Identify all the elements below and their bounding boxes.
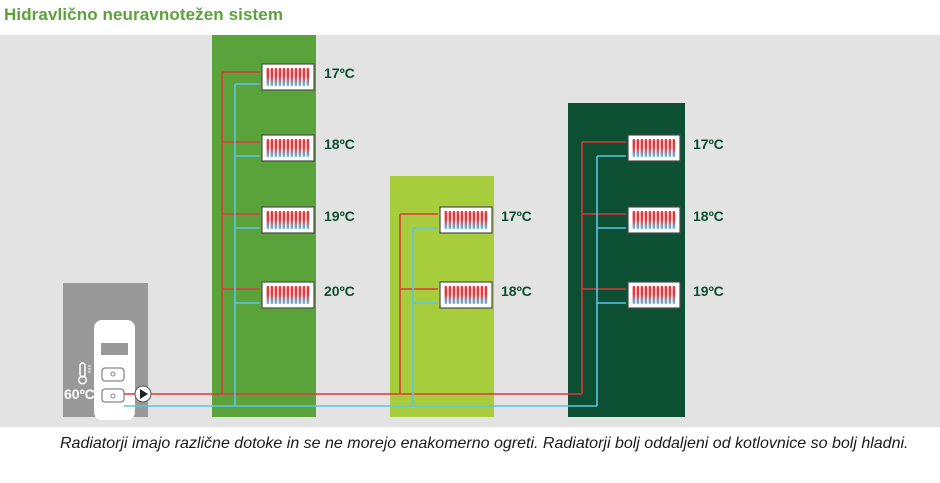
building-3-return-riser [596, 155, 626, 406]
building-1-radiator-4 [261, 281, 315, 309]
building-1-radiator-3-temp: 19ºC [324, 208, 355, 224]
building-1-radiator-1 [261, 63, 315, 91]
building-1-radiator-2 [261, 134, 315, 162]
building-1-radiator-3 [261, 206, 315, 234]
boiler-temperature: 60ºC [64, 386, 95, 402]
building-3-radiator-3 [627, 281, 681, 309]
boiler-connector-bottom-port [110, 393, 116, 399]
boiler-connector-top [101, 367, 125, 382]
building-1-return-riser [234, 83, 260, 406]
thermometer-icon [77, 362, 91, 385]
building-3-radiator-2 [627, 206, 681, 234]
building-1-radiator-4-temp: 20ºC [324, 283, 355, 299]
building-1-radiator-1-temp: 17ºC [324, 65, 355, 81]
boiler-connector-top-port [110, 371, 116, 377]
diagram-caption: Radiatorji imajo različne dotoke in se n… [60, 435, 909, 452]
boiler-control-panel [101, 343, 128, 355]
building-1-supply-riser [221, 71, 260, 394]
building-3-radiator-1-temp: 17ºC [693, 136, 724, 152]
radiators [261, 63, 681, 309]
building-2-supply-riser [399, 213, 438, 394]
building-3-radiator-1 [627, 134, 681, 162]
building-2-radiator-2 [439, 281, 493, 309]
building-2-return-riser [412, 227, 438, 406]
boiler [94, 320, 135, 420]
pump-icon [134, 385, 152, 403]
boiler-connector-bottom [101, 388, 125, 403]
building-3-radiator-2-temp: 18ºC [693, 208, 724, 224]
building-3-radiator-3-temp: 19ºC [693, 283, 724, 299]
building-2-radiator-2-temp: 18ºC [501, 283, 532, 299]
building-3-supply-riser [581, 141, 626, 394]
building-2-radiator-1-temp: 17ºC [501, 208, 532, 224]
building-2-radiator-1 [439, 206, 493, 234]
building-1-radiator-2-temp: 18ºC [324, 136, 355, 152]
diagram-title: Hidravlično neuravnotežen sistem [4, 5, 284, 24]
